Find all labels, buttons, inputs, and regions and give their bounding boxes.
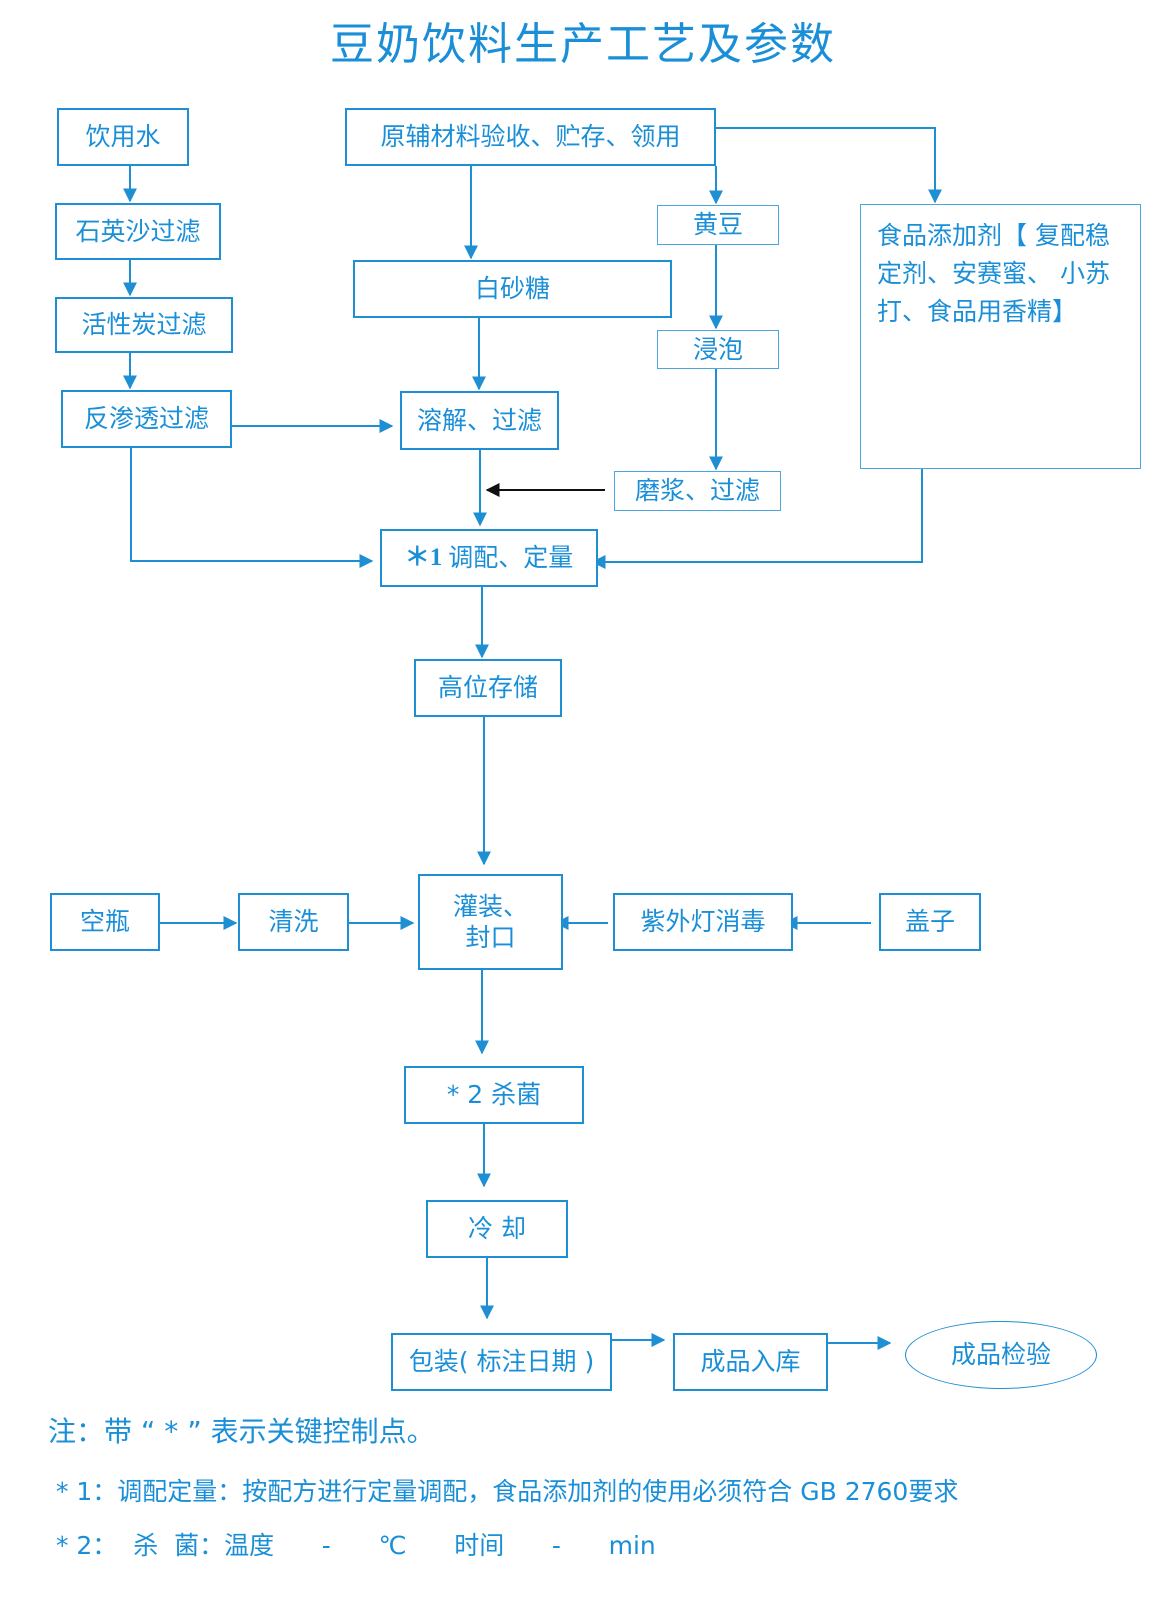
- node-wash: 清洗: [238, 893, 349, 951]
- node-reverse-osmosis-filter-label: 反渗透过滤: [83, 404, 209, 434]
- node-soybean: 黄豆: [657, 205, 779, 245]
- node-soak-label: 浸泡: [692, 334, 743, 364]
- note-key-control-points: 注：带 “ * ” 表示关键控制点。: [48, 1415, 435, 1448]
- node-fill-seal-line1: 灌装、: [452, 891, 528, 921]
- node-soak: 浸泡: [657, 330, 779, 369]
- node-packaging: 包装( 标注日期 ): [391, 1333, 612, 1391]
- arrow-raw-to-additives: [716, 127, 942, 204]
- node-blend-quantify-label: 调配、定量: [448, 543, 574, 573]
- node-wash-label: 清洗: [268, 907, 319, 937]
- arrow-additives-to-blend: [591, 465, 923, 569]
- node-empty-bottle-label: 空瓶: [79, 907, 130, 937]
- node-caps: 盖子: [879, 893, 981, 951]
- node-empty-bottle: 空瓶: [50, 893, 160, 951]
- node-drinking-water-label: 饮用水: [85, 122, 161, 152]
- node-finished-warehouse-label: 成品入库: [700, 1347, 801, 1377]
- node-high-level-storage-label: 高位存储: [437, 673, 538, 703]
- node-grind-filter: 磨浆、过滤: [614, 471, 781, 511]
- node-sterilize: * 2 杀菌: [404, 1066, 584, 1124]
- node-fill-seal-line2: 封口: [465, 923, 516, 952]
- note-sterilize-parameters: * 2： 杀 菌：温度 - ℃ 时间 - min: [48, 1531, 656, 1560]
- node-packaging-label: 包装( 标注日期 ): [408, 1347, 595, 1377]
- node-fill-seal: 灌装、封口: [418, 874, 563, 970]
- node-finished-inspection: 成品检验: [905, 1321, 1097, 1389]
- node-food-additives: 食品添加剂【 复配稳定剂、安赛蜜、 小苏打、食品用香精】: [860, 204, 1141, 469]
- node-activated-carbon-filter: 活性炭过滤: [55, 297, 233, 353]
- node-quartz-sand-filter-label: 石英沙过滤: [75, 216, 201, 246]
- node-sterilize-label: * 2 杀菌: [446, 1080, 542, 1110]
- node-finished-warehouse: 成品入库: [673, 1333, 828, 1391]
- node-dissolve-filter: 溶解、过滤: [400, 391, 559, 450]
- node-food-additives-label: 食品添加剂【 复配稳定剂、安赛蜜、 小苏打、食品用香精】: [877, 221, 1110, 326]
- node-white-sugar: 白砂糖: [353, 260, 672, 318]
- node-raw-materials: 原辅材料验收、贮存、领用: [345, 108, 716, 166]
- node-uv-disinfection: 紫外灯消毒: [613, 893, 793, 951]
- node-dissolve-filter-label: 溶解、过滤: [416, 405, 542, 435]
- node-white-sugar-label: 白砂糖: [474, 274, 550, 304]
- node-soybean-label: 黄豆: [692, 210, 743, 240]
- node-caps-label: 盖子: [904, 907, 955, 937]
- node-activated-carbon-filter-label: 活性炭过滤: [81, 310, 207, 340]
- node-finished-inspection-label: 成品检验: [950, 1340, 1051, 1370]
- node-reverse-osmosis-filter: 反渗透过滤: [61, 390, 232, 448]
- node-drinking-water: 饮用水: [57, 108, 189, 166]
- page-title: 豆奶饮料生产工艺及参数: [330, 19, 836, 70]
- node-cooling-label: 冷 却: [468, 1214, 526, 1244]
- note-blend-requirement: * 1：调配定量：按配方进行定量调配，食品添加剂的使用必须符合 GB 2760要…: [48, 1477, 959, 1506]
- node-uv-disinfection-label: 紫外灯消毒: [640, 907, 766, 937]
- node-high-level-storage: 高位存储: [414, 659, 562, 717]
- node-cooling: 冷 却: [426, 1200, 568, 1258]
- node-quartz-sand-filter: 石英沙过滤: [55, 203, 221, 260]
- node-grind-filter-label: 磨浆、过滤: [634, 476, 760, 506]
- node-raw-materials-label: 原辅材料验收、贮存、领用: [380, 122, 681, 152]
- node-blend-quantify-prefix: ＊1: [404, 544, 443, 572]
- arrow-ro-to-blend: [130, 448, 374, 568]
